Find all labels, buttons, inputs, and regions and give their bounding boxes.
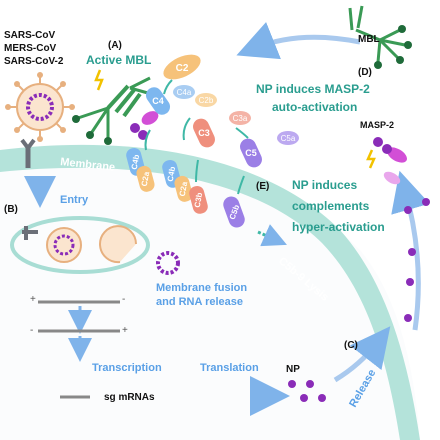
mbl-molecule-icon — [348, 5, 412, 69]
d-text-line2: auto-activation — [272, 100, 357, 114]
complement-c2a-2: C2a — [174, 175, 193, 202]
active-mbl-label: Active MBL — [86, 53, 151, 67]
virus-particle-icon — [5, 72, 75, 142]
e-text-line2: complements — [292, 199, 370, 213]
svg-text:C2b: C2b — [199, 96, 214, 105]
cascade-arrows — [144, 79, 249, 195]
svg-text:C4b: C4b — [130, 154, 142, 171]
minus-sign-1: - — [122, 294, 125, 305]
svg-text:C4a: C4a — [177, 88, 192, 97]
minus-sign-2: - — [30, 325, 33, 336]
svg-text:C3b: C3b — [193, 192, 205, 209]
panel-label-b: (B) — [4, 204, 18, 215]
np-particles — [288, 198, 430, 402]
fusion-label-line2: and RNA release — [156, 296, 243, 308]
virus-name-2: MERS-CoV — [4, 43, 57, 54]
receptor-icon — [20, 138, 36, 168]
svg-text:C4: C4 — [152, 96, 164, 106]
complement-c4a: C4a — [173, 85, 195, 99]
e-text-line1: NP induces — [292, 178, 357, 192]
complement-c5b: C5b — [223, 196, 245, 228]
endosome — [10, 216, 150, 274]
panel-label-e: (E) — [256, 181, 269, 192]
plus-sign-1: + — [30, 294, 36, 305]
svg-text:C2a: C2a — [140, 171, 152, 188]
membrane-label: Membrane — [60, 156, 116, 174]
lysis-arrow — [257, 224, 287, 247]
rna-icon — [156, 251, 180, 275]
complement-c4: C4 — [145, 87, 171, 115]
mbl-label: MBL — [358, 34, 380, 45]
complement-c2b: C2b — [195, 93, 217, 107]
complement-c5a: C5a — [277, 131, 299, 145]
np-upward-arrow — [391, 170, 430, 331]
panel-label-a: (A) — [108, 40, 122, 51]
entry-label: Entry — [60, 194, 89, 206]
svg-text:C3a: C3a — [233, 114, 248, 123]
e-text-line3: hyper-activation — [292, 220, 385, 234]
mbl-activation-arrow — [236, 22, 361, 60]
d-text-line1: NP induces MASP-2 — [256, 82, 370, 96]
release-arrow — [333, 326, 391, 383]
endosome-virus-icon — [46, 227, 82, 263]
svg-text:C5a: C5a — [281, 134, 296, 143]
panel-label-c: (C) — [344, 340, 358, 351]
translation-label: Translation — [200, 362, 259, 374]
receptor-in-endosome-icon — [22, 226, 38, 240]
masp2-icon — [366, 137, 407, 185]
transcription-label: Transcription — [92, 362, 162, 374]
svg-text:C3: C3 — [198, 128, 210, 138]
complement-c3b: C3b — [189, 185, 208, 214]
panel-label-d: (D) — [358, 67, 372, 78]
sg-mrnas-label: sg mRNAs — [104, 392, 155, 403]
plus-sign-2: + — [122, 325, 128, 336]
active-mbl-complex-icon — [72, 69, 159, 145]
complement-c3a: C3a — [229, 111, 251, 125]
svg-text:C5: C5 — [245, 148, 257, 158]
svg-text:C2a: C2a — [178, 181, 190, 198]
complement-c2: C2 — [163, 54, 201, 80]
complement-c3: C3 — [193, 118, 215, 148]
fusion-label-line1: Membrane fusion — [156, 282, 247, 294]
membrane-band — [0, 144, 420, 440]
np-label: NP — [286, 364, 300, 375]
virus-name-3: SARS-CoV-2 — [4, 56, 64, 67]
complement-c5: C5 — [240, 138, 262, 168]
svg-text:C2: C2 — [176, 63, 189, 74]
fusing-virus-icon — [99, 225, 137, 264]
masp2-label: MASP-2 — [360, 120, 394, 130]
svg-text:C4b: C4b — [166, 166, 178, 183]
complement-c2a-1: C2a — [136, 165, 155, 192]
virus-name-1: SARS-CoV — [4, 30, 55, 41]
